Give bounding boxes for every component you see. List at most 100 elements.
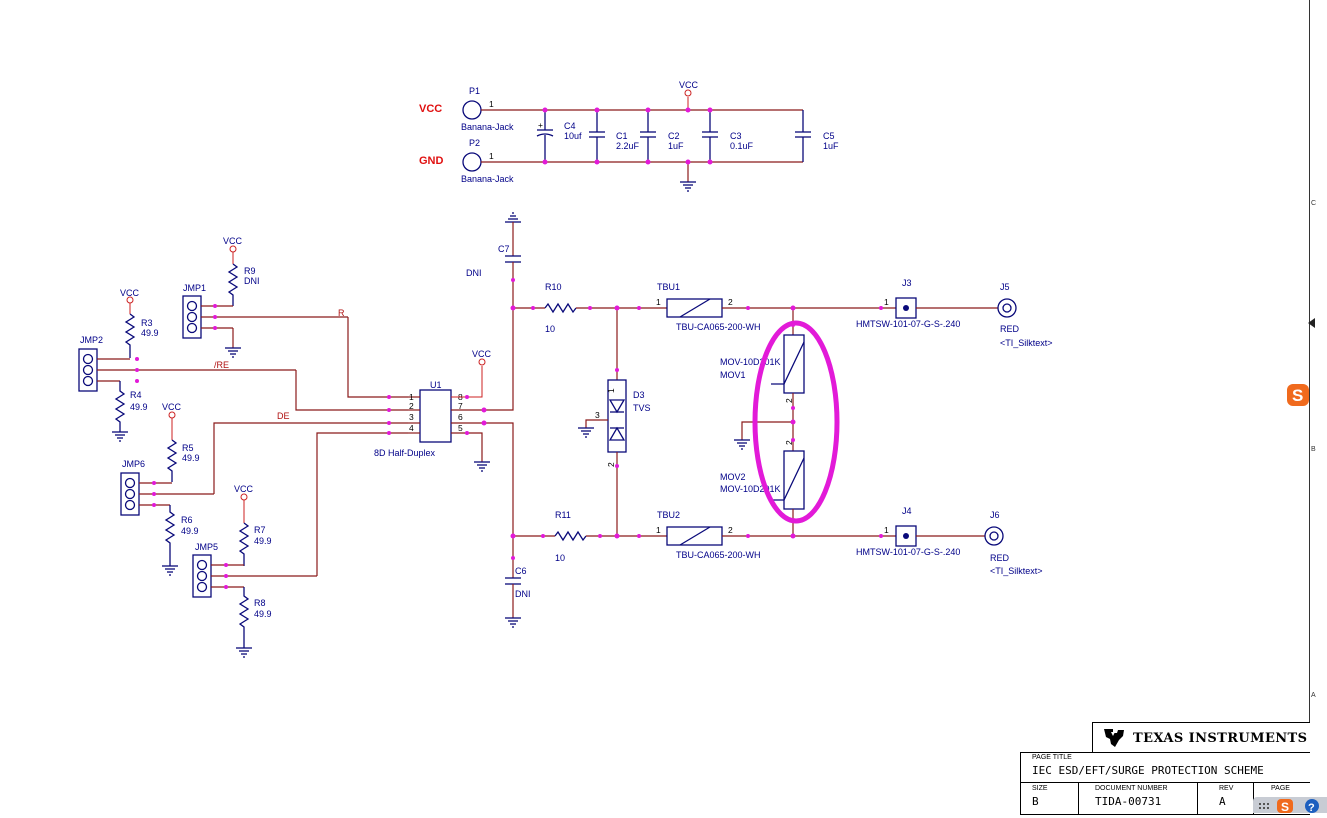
ime-toolbar-icons: S ? xyxy=(1259,799,1319,814)
c7-value: DNI xyxy=(466,268,482,278)
net-re-label: /RE xyxy=(214,360,229,370)
c1-ref: C1 xyxy=(616,131,628,141)
j6-value: RED xyxy=(990,553,1010,563)
zone-a: A xyxy=(1311,692,1316,699)
rev-value: A xyxy=(1219,795,1226,808)
mov-highlight-ellipse xyxy=(752,320,840,524)
zone-c: C xyxy=(1311,200,1317,207)
j3-value: HMTSW-101-07-G-S-.240 xyxy=(856,319,960,329)
j3-pin: 1 xyxy=(884,297,889,307)
d3-value: TVS xyxy=(633,403,651,413)
mov2-symbol xyxy=(783,450,805,510)
tbu2-value: TBU-CA065-200-WH xyxy=(676,550,761,560)
r8-ref: R8 xyxy=(254,598,266,608)
collapse-arrow-icon[interactable] xyxy=(1308,318,1315,328)
svg-text:S: S xyxy=(1281,800,1289,813)
mov2-ref: MOV2 xyxy=(720,472,746,482)
c4-value: 10uf xyxy=(564,131,582,141)
mov1-value: MOV-10D201K xyxy=(720,357,781,367)
mov1-pin: 2 xyxy=(784,398,794,403)
ti-logo-box: TEXAS INSTRUMENTS xyxy=(1092,722,1310,753)
sogou-icon[interactable] xyxy=(1277,799,1293,813)
resistor-r6-symbol xyxy=(164,505,176,566)
vcc-r9-label: VCC xyxy=(223,236,243,246)
mov2-pin: 2 xyxy=(784,440,794,445)
jmp1-ref: JMP1 xyxy=(183,283,206,293)
r4-value: 49.9 xyxy=(130,402,148,412)
r9-ref: R9 xyxy=(244,266,256,276)
help-icon[interactable] xyxy=(1305,799,1319,813)
u1-body xyxy=(419,389,452,443)
capacitor-c4-symbol xyxy=(536,110,554,162)
d3-ref: D3 xyxy=(633,390,645,400)
u1-transceiver: U1 8D Half-Duplex 1 2 3 4 8 7 6 5 VCC xyxy=(374,308,514,536)
u1-pin6: 6 xyxy=(458,412,463,422)
d3-pin2: 2 xyxy=(606,462,616,467)
j4-value: HMTSW-101-07-G-S-.240 xyxy=(856,547,960,557)
tbu2-pin1: 1 xyxy=(656,525,661,535)
jmp6-ref: JMP6 xyxy=(122,459,145,469)
r7-value: 49.9 xyxy=(254,536,272,546)
r4-ref: R4 xyxy=(130,390,142,400)
ime-toolbar[interactable]: S ? xyxy=(1253,797,1327,814)
r8-value: 49.9 xyxy=(254,609,272,619)
svg-text:S: S xyxy=(1292,386,1303,405)
capacitor-c3-symbol xyxy=(702,110,718,162)
doc-number-label: DOCUMENT NUMBER xyxy=(1095,785,1168,792)
capacitor-c1-symbol xyxy=(589,110,605,162)
j6-silk: <TI_Silktext> xyxy=(990,566,1043,576)
resistor-r11-symbol xyxy=(554,530,587,542)
p2-pin: 1 xyxy=(489,151,494,161)
resistor-r7-symbol xyxy=(238,522,250,566)
j6-ref: J6 xyxy=(990,510,1000,520)
zone-b: B xyxy=(1311,446,1316,453)
j5-ref: J5 xyxy=(1000,282,1010,292)
vcc-top-label: VCC xyxy=(679,80,699,90)
r7-ref: R7 xyxy=(254,525,266,535)
c1-value: 2.2uF xyxy=(616,141,640,151)
rev-label: REV xyxy=(1219,785,1234,792)
vcc-rail-label: VCC xyxy=(419,103,442,115)
p2-value: Banana-Jack xyxy=(461,174,514,184)
page-title-label: PAGE TITLE xyxy=(1032,754,1072,761)
r11-value: 10 xyxy=(555,553,565,563)
svg-text:?: ? xyxy=(1308,802,1315,813)
p1-connector-symbol xyxy=(462,100,482,120)
size-value: B xyxy=(1032,795,1039,808)
mov1-symbol xyxy=(783,334,805,394)
net-de-label: DE xyxy=(277,411,290,421)
j5-value: RED xyxy=(1000,324,1020,334)
r11-ref: R11 xyxy=(555,510,571,520)
c2-value: 1uF xyxy=(668,141,684,151)
c6-value: DNI xyxy=(515,589,531,599)
c4-ref: C4 xyxy=(564,121,576,131)
size-label: SIZE xyxy=(1032,785,1048,792)
tbu1-ref: TBU1 xyxy=(657,282,680,292)
j4-pin: 1 xyxy=(884,525,889,535)
resistor-r8-symbol xyxy=(238,587,250,648)
jmp2-ref: JMP2 xyxy=(80,335,103,345)
j4-ref: J4 xyxy=(902,506,912,516)
d3-pin1: 1 xyxy=(606,388,616,393)
d3-pin3: 3 xyxy=(595,410,600,420)
r5-value: 49.9 xyxy=(182,453,200,463)
page-title: IEC ESD/EFT/SURGE PROTECTION SCHEME xyxy=(1032,764,1264,777)
jumper-jmp6-symbol xyxy=(120,472,140,516)
mov2-value: MOV-10D201K xyxy=(720,484,781,494)
u1-pin3: 3 xyxy=(409,412,414,422)
resistor-r5-symbol xyxy=(166,439,178,482)
j6-symbol xyxy=(984,526,1004,546)
u1-pin1: 1 xyxy=(409,392,414,402)
c3-ref: C3 xyxy=(730,131,742,141)
mov1-ref: MOV1 xyxy=(720,370,746,380)
resistor-r9-symbol xyxy=(227,263,239,306)
gnd-rail-label: GND xyxy=(419,155,444,167)
tbu1-pin2: 2 xyxy=(728,297,733,307)
u1-pin4: 4 xyxy=(409,423,414,433)
power-input-section: VCC GND P1 Banana-Jack 1 P2 Banana-Jack … xyxy=(419,80,839,192)
svg-text:+: + xyxy=(538,120,543,130)
vcc-u1-label: VCC xyxy=(472,349,492,359)
p2-connector-symbol xyxy=(462,152,482,172)
input-method-icon[interactable]: S xyxy=(1286,383,1310,407)
